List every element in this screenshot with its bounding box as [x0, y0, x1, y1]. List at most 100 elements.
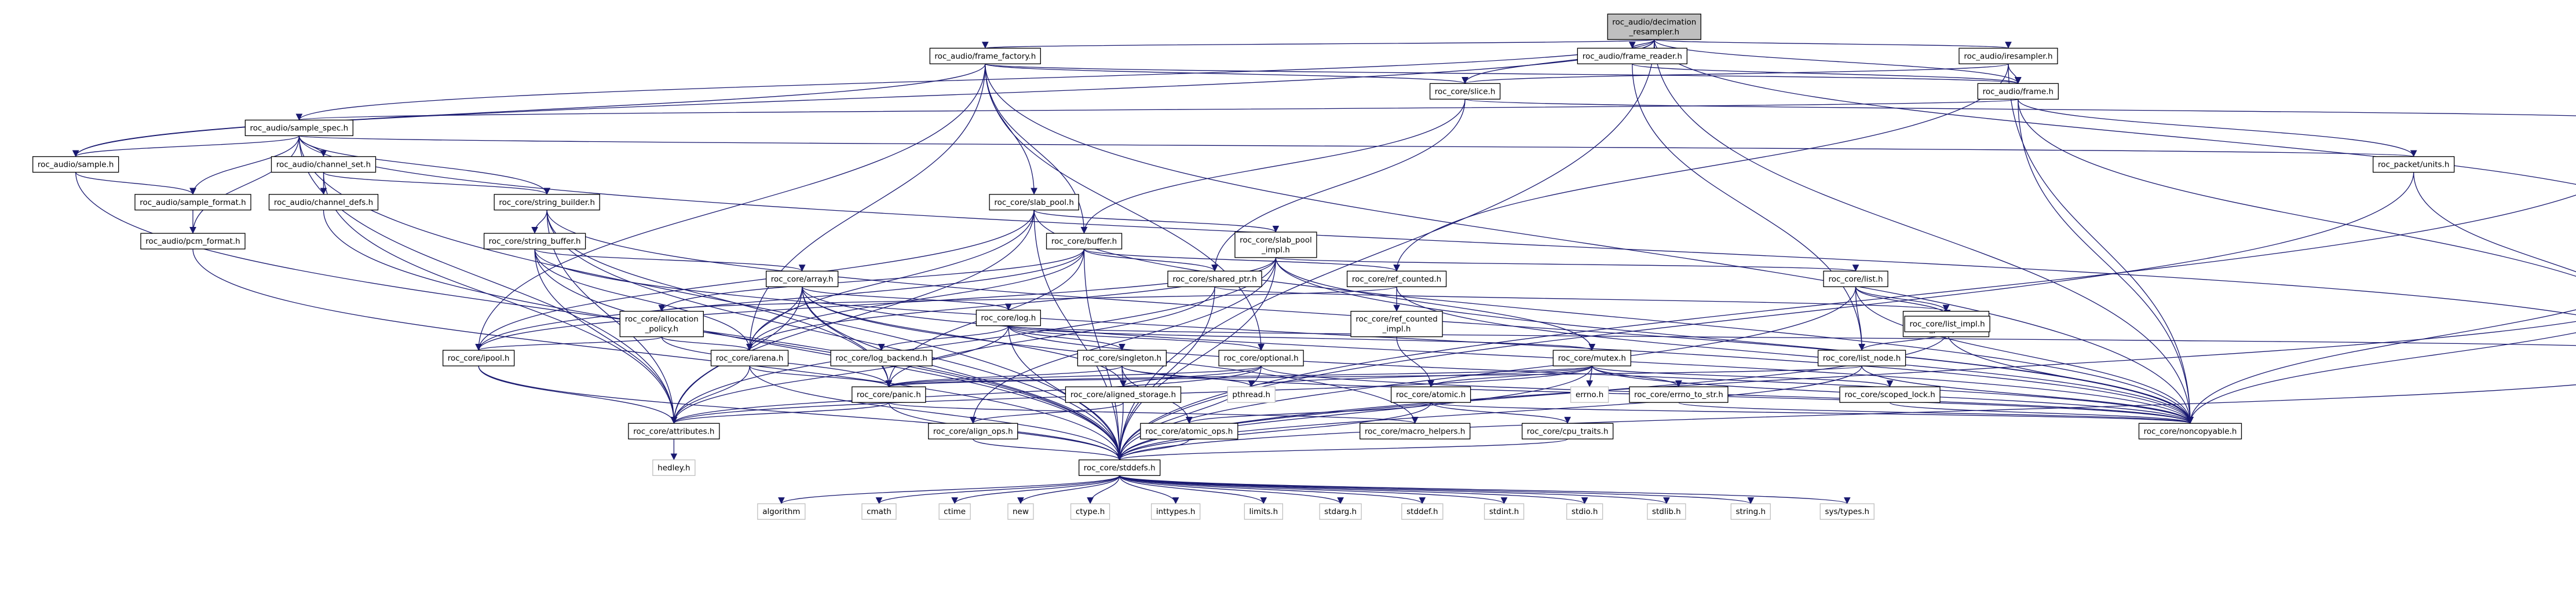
edge-frame-to-units	[2018, 99, 2417, 157]
edge-slab-pool-impl-to-align-ops	[969, 257, 1277, 424]
node-attributes[interactable]: roc_core/attributes.h	[628, 423, 720, 439]
node-frame-factory[interactable]: roc_audio/frame_factory.h	[929, 47, 1041, 64]
node-pcm-format[interactable]: roc_audio/pcm_format.h	[140, 233, 246, 250]
node-box	[483, 233, 586, 250]
edge-channel-set-to-string-builder	[323, 171, 550, 195]
node-frame-reader[interactable]: roc_audio/frame_reader.h	[1577, 47, 1687, 64]
node-box	[443, 350, 515, 366]
edge-frame-factory-to-optional	[985, 64, 1265, 351]
edge-stddefs-to-algorithm	[778, 475, 1120, 504]
node-iresampler[interactable]: roc_audio/iresampler.h	[1959, 47, 2058, 64]
node-buffer[interactable]: roc_core/buffer.h	[1046, 233, 1123, 250]
node-box	[757, 503, 806, 520]
node-ref-counted[interactable]: roc_core/ref_counted.h	[1346, 270, 1447, 287]
node-box	[1046, 233, 1123, 250]
edge-log-to-stddefs	[1008, 325, 1123, 460]
node-list-node[interactable]: roc_core/list_node.h	[1817, 350, 1906, 366]
node-label: roc_audio/pcm_format.h	[145, 237, 240, 246]
edge-buffer-to-allocation-policy	[658, 248, 1085, 312]
node-channel-defs[interactable]: roc_audio/channel_defs.h	[268, 194, 379, 211]
edge-sample-spec-to-time	[298, 135, 2576, 315]
node-label: roc_audio/sample.h	[38, 160, 114, 170]
node-slab-pool[interactable]: roc_core/slab_pool.h	[989, 194, 1079, 211]
edge-aligned-storage-to-align-ops	[970, 402, 1124, 424]
edge-slice-to-buffer	[1080, 99, 1466, 234]
edge-stddefs-to-stdint	[1119, 475, 1508, 504]
edge-stddefs-to-stdlib	[1119, 475, 1670, 504]
node-array[interactable]: roc_core/array.h	[766, 270, 839, 287]
node-atomic-ops[interactable]: roc_core/atomic_ops.h	[1140, 423, 1238, 439]
node-label: _impl.h	[1382, 325, 1411, 334]
node-noncopyable[interactable]: roc_core/noncopyable.h	[2138, 423, 2242, 439]
node-errno-to-str[interactable]: roc_core/errno_to_str.h	[1629, 386, 1729, 403]
node-shared-ptr[interactable]: roc_core/shared_ptr.h	[1167, 270, 1262, 287]
node-root: roc_audio/decimation_resampler.h	[1607, 13, 1701, 40]
node-sample[interactable]: roc_audio/sample.h	[32, 156, 119, 173]
node-label: roc_core/scoped_lock.h	[1844, 390, 1935, 399]
node-iarena[interactable]: roc_core/iarena.h	[710, 350, 789, 366]
node-slice[interactable]: roc_core/slice.h	[1429, 83, 1501, 100]
node-string-buffer[interactable]: roc_core/string_buffer.h	[483, 233, 586, 250]
node-box	[852, 386, 926, 403]
edge-slab-pool-to-iarena	[746, 210, 1035, 351]
node-label: _impl.h	[1261, 245, 1290, 255]
node-aligned-storage[interactable]: roc_core/aligned_storage.h	[1065, 386, 1182, 403]
node-stdint: stdint.h	[1484, 503, 1525, 520]
node-sample-format[interactable]: roc_audio/sample_format.h	[134, 194, 251, 211]
edge-stddefs-to-limits	[1119, 475, 1267, 504]
node-atomic[interactable]: roc_core/atomic.h	[1390, 386, 1471, 403]
node-label: roc_audio/iresampler.h	[1964, 52, 2052, 61]
node-frame[interactable]: roc_audio/frame.h	[1977, 83, 2059, 100]
node-log-backend[interactable]: roc_core/log_backend.h	[830, 350, 933, 366]
node-list[interactable]: roc_core/list.h	[1823, 270, 1888, 287]
edge-stddefs-to-ctime	[951, 475, 1120, 504]
node-box	[1077, 350, 1167, 366]
node-cpu-traits[interactable]: roc_core/cpu_traits.h	[1521, 423, 1614, 439]
node-mutex[interactable]: roc_core/mutex.h	[1552, 350, 1631, 366]
node-ipool[interactable]: roc_core/ipool.h	[443, 350, 515, 366]
node-box	[1360, 423, 1471, 439]
edge-panic-to-attributes	[670, 402, 889, 424]
edge-log-to-optional	[1008, 325, 1265, 351]
node-slab-pool-impl[interactable]: roc_core/slab_pool_impl.h	[1234, 232, 1317, 258]
node-panic[interactable]: roc_core/panic.h	[852, 386, 926, 403]
node-macro-helpers[interactable]: roc_core/macro_helpers.h	[1360, 423, 1471, 439]
node-new: new	[1007, 503, 1034, 520]
node-box	[1150, 503, 1201, 520]
node-stddefs[interactable]: roc_core/stddefs.h	[1079, 459, 1161, 476]
edge-iresampler-to-noncopyable	[2008, 64, 2194, 424]
node-log[interactable]: roc_core/log.h	[975, 309, 1042, 326]
node-label: roc_core/aligned_storage.h	[1070, 390, 1176, 399]
node-box	[1167, 270, 1262, 287]
node-sample-spec[interactable]: roc_audio/sample_spec.h	[244, 119, 354, 137]
edge-frame-factory-to-slab-pool	[985, 64, 1037, 195]
node-singleton[interactable]: roc_core/singleton.h	[1077, 350, 1167, 366]
edge-slab-pool-impl-to-list	[1275, 257, 1859, 272]
node-errno: errno.h	[1570, 386, 1609, 403]
node-allocation-policy[interactable]: roc_core/allocation_policy.h	[619, 311, 704, 337]
node-align-ops[interactable]: roc_core/align_ops.h	[928, 423, 1018, 439]
edge-frame-factory-to-ipool	[475, 64, 986, 351]
node-label: roc_core/slab_pool	[1240, 236, 1312, 245]
node-box	[1577, 47, 1687, 64]
node-channel-set[interactable]: roc_audio/channel_set.h	[271, 156, 377, 173]
node-list-impl[interactable]: roc_core/list_impl.h	[1904, 315, 1990, 332]
node-label: stdlib.h	[1652, 507, 1681, 516]
node-label: roc_audio/channel_defs.h	[274, 198, 373, 207]
edge-list-to-ownership-policy	[1855, 287, 1950, 312]
node-ref-counted-impl[interactable]: roc_core/ref_counted_impl.h	[1350, 311, 1443, 337]
edge-log-to-attributes	[670, 325, 1009, 424]
edge-ref-counted-impl-to-atomic	[1396, 336, 1434, 387]
edge-stddefs-to-cmath	[875, 475, 1120, 504]
edge-singleton-to-panic	[885, 365, 1123, 387]
node-label: ctype.h	[1076, 507, 1105, 516]
node-optional[interactable]: roc_core/optional.h	[1218, 350, 1304, 366]
node-label: roc_core/slab_pool.h	[994, 198, 1074, 207]
node-scoped-lock[interactable]: roc_core/scoped_lock.h	[1839, 386, 1941, 403]
node-label: roc_core/stddefs.h	[1084, 463, 1156, 472]
node-label: inttypes.h	[1156, 507, 1196, 516]
node-string-builder[interactable]: roc_core/string_builder.h	[494, 194, 600, 211]
node-box	[628, 423, 720, 439]
edge-string-buffer-to-iarena	[534, 249, 753, 351]
node-units[interactable]: roc_packet/units.h	[2373, 156, 2455, 173]
